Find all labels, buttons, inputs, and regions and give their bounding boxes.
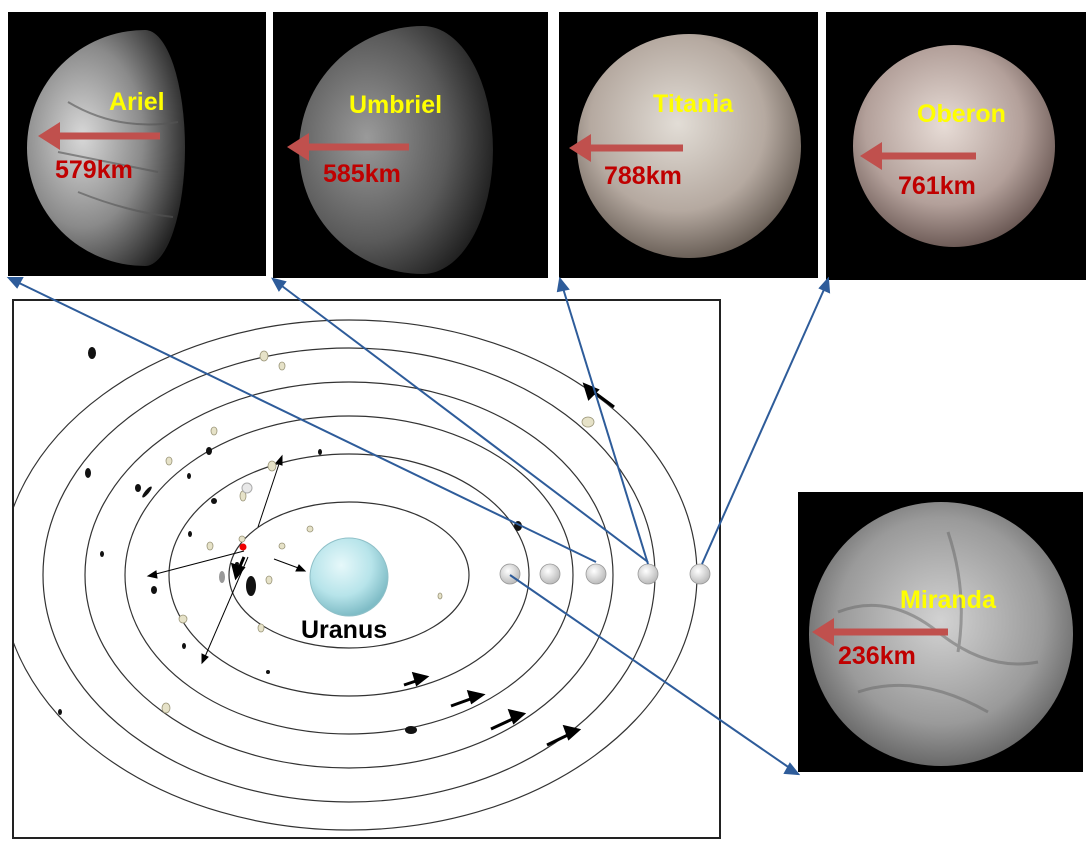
moon-radius-oberon: 761km: [898, 172, 976, 200]
direction-arrows: [146, 454, 307, 665]
moon-marker-umbriel: [585, 563, 607, 585]
moon-name-umbriel: Umbriel: [349, 91, 443, 119]
titania-image: [569, 34, 801, 258]
orbit-ring-umbriel: [124, 415, 574, 735]
uranus-planet: [309, 537, 389, 617]
connector-umbriel: [277, 282, 649, 563]
oberon-image: [853, 45, 1055, 247]
moon-name-titania: Titania: [653, 90, 734, 118]
small-moon-light: [241, 482, 253, 494]
moon-radius-ariel: 579km: [55, 156, 133, 184]
moon-panel-umbriel: Umbriel 585km: [273, 12, 548, 278]
moon-radius-titania: 788km: [604, 162, 682, 190]
orbit-ring-miranda: [228, 501, 470, 649]
connector-ariel: [14, 280, 597, 563]
moon-name-oberon: Oberon: [917, 100, 1006, 128]
miranda-image: [809, 502, 1073, 766]
umbriel-image: [287, 26, 493, 274]
moon-name-miranda: Miranda: [900, 586, 996, 614]
moon-name-ariel: Ariel: [109, 88, 165, 116]
moon-panel-titania: Titania 788km: [559, 12, 818, 278]
moon-panel-ariel: Ariel 579km: [8, 12, 266, 276]
small-moon-red: [239, 543, 247, 551]
irregular-moons-pale: [161, 350, 595, 714]
moon-radius-umbriel: 585km: [323, 160, 401, 188]
connector-titania: [561, 284, 649, 565]
connector-miranda: [509, 574, 795, 772]
moon-marker-oberon: [689, 563, 711, 585]
moon-radius-miranda: 236km: [838, 642, 916, 670]
ariel-image: [27, 30, 185, 266]
connector-oberon: [701, 284, 827, 565]
small-moon-gray: [219, 571, 225, 583]
moon-panel-miranda: Miranda 236km: [798, 492, 1083, 772]
moon-panel-oberon: Oberon 761km: [826, 12, 1086, 280]
planet-label: Uranus: [301, 616, 388, 644]
moon-marker-ariel: [539, 563, 561, 585]
motion-arrows: [230, 382, 615, 747]
orbit-ring-titania: [84, 381, 614, 769]
orbit-ring-ariel: [168, 453, 530, 697]
